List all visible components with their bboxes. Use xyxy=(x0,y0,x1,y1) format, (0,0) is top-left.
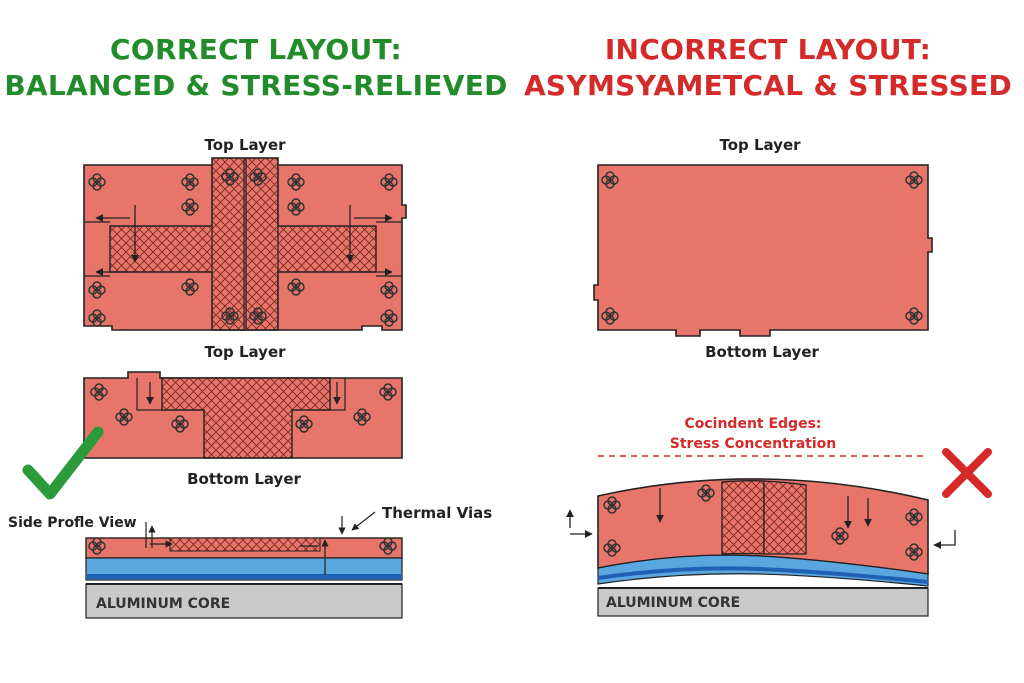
correct-top-layer-label: Top Layer xyxy=(204,136,286,154)
correct-heading-line2: BALANCED & STRESS-RELIEVED xyxy=(4,69,508,102)
warning-line2: Stress Concentration xyxy=(670,436,836,452)
warning-line1: Cocindent Edges: xyxy=(684,416,821,432)
incorrect-core-label: ALUMINUM CORE xyxy=(606,595,740,611)
checkmark-icon xyxy=(22,426,104,500)
correct-heading-line1: CORRECT LAYOUT: xyxy=(110,33,402,66)
correct-side-profile xyxy=(85,511,403,619)
correct-top-layer-board xyxy=(83,157,407,331)
correct-layout-heading: CORRECT LAYOUT: BALANCED & STRESS-RELIEV… xyxy=(0,32,512,104)
correct-core-label: ALUMINUM CORE xyxy=(96,596,230,612)
side-profile-label: Side Profle View xyxy=(8,515,137,531)
incorrect-side-profile xyxy=(566,478,956,617)
correct-bottom-layer-label: Bottom Layer xyxy=(187,470,301,488)
thermal-vias-label: Thermal Vias xyxy=(382,504,492,522)
correct-middle-layer-label: Top Layer xyxy=(204,343,286,361)
incorrect-heading-line2: ASYMSYAMETCAL & STRESSED xyxy=(523,69,1013,102)
incorrect-top-layer-board xyxy=(593,164,933,337)
incorrect-top-layer-label: Top Layer xyxy=(719,136,801,154)
cross-icon xyxy=(942,448,992,498)
incorrect-bottom-layer-label: Bottom Layer xyxy=(705,343,819,361)
incorrect-layout-heading: INCORRECT LAYOUT: ASYMSYAMETCAL & STRESS… xyxy=(512,32,1024,104)
correct-bottom-layer-board xyxy=(83,371,403,459)
incorrect-heading-line1: INCORRECT LAYOUT: xyxy=(604,33,932,66)
